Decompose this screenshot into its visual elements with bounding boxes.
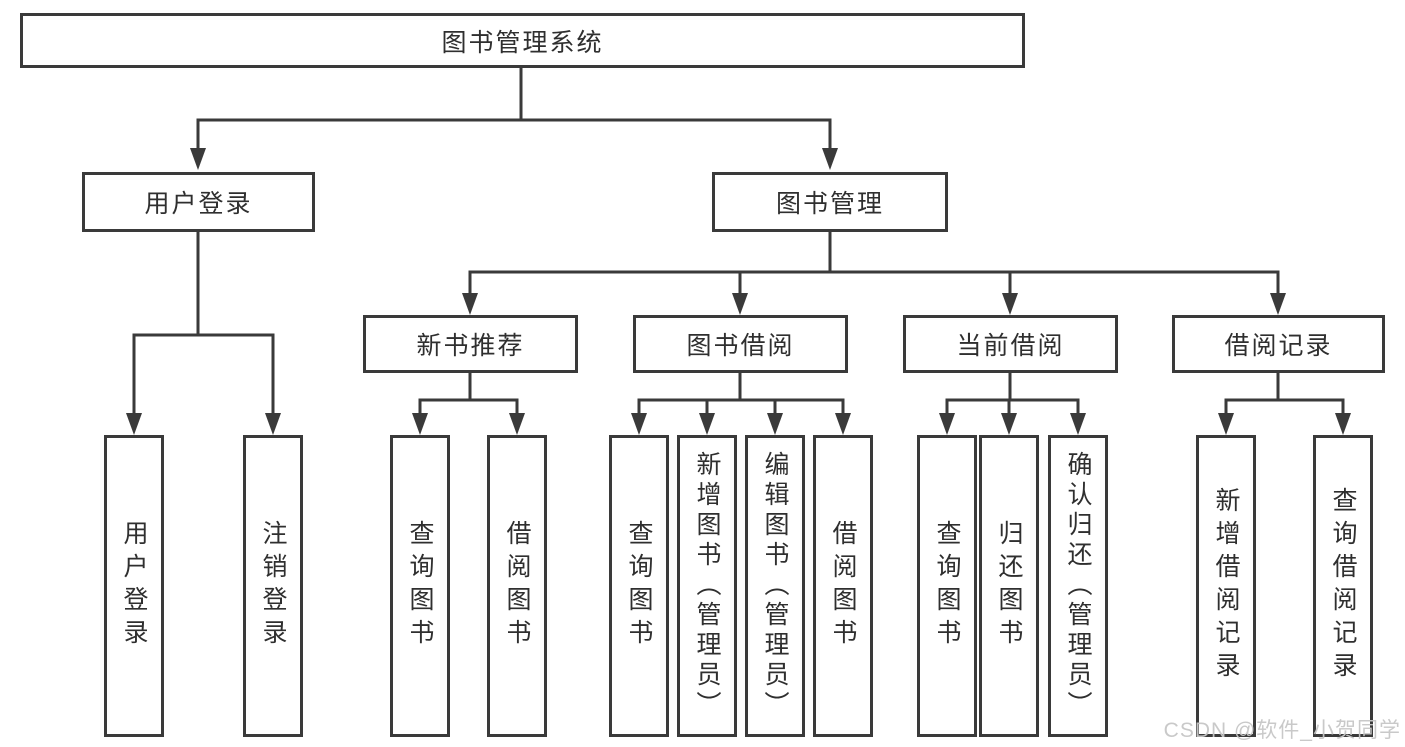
leaf-logout: 注销登录 bbox=[243, 435, 303, 737]
csdn-watermark: CSDN @软件_小贺同学 bbox=[1163, 719, 1401, 742]
node-current-borrow: 当前借阅 bbox=[903, 315, 1118, 373]
leaf-borrow-books-2: 借阅图书 bbox=[813, 435, 873, 737]
leaf-edit-books-admin: 编辑图书（管理员） bbox=[745, 435, 805, 737]
leaf-confirm-return-admin: 确认归还（管理员） bbox=[1048, 435, 1108, 737]
leaf-return-books: 归还图书 bbox=[979, 435, 1039, 737]
leaf-add-books-admin: 新增图书（管理员） bbox=[677, 435, 737, 737]
leaf-query-books-3: 查询图书 bbox=[917, 435, 977, 737]
node-borrow-records: 借阅记录 bbox=[1172, 315, 1385, 373]
leaf-user-login: 用户登录 bbox=[104, 435, 164, 737]
node-new-book-recommend: 新书推荐 bbox=[363, 315, 578, 373]
root-node-library-system: 图书管理系统 bbox=[20, 13, 1025, 68]
leaf-borrow-books-1: 借阅图书 bbox=[487, 435, 547, 737]
leaf-add-borrow-record: 新增借阅记录 bbox=[1196, 435, 1256, 737]
node-book-borrow: 图书借阅 bbox=[633, 315, 848, 373]
leaf-query-books-1: 查询图书 bbox=[390, 435, 450, 737]
leaf-query-books-2: 查询图书 bbox=[609, 435, 669, 737]
node-book-management: 图书管理 bbox=[712, 172, 948, 232]
arrowhead-icons bbox=[126, 148, 1351, 435]
leaf-query-borrow-record: 查询借阅记录 bbox=[1313, 435, 1373, 737]
node-user-login: 用户登录 bbox=[82, 172, 315, 232]
